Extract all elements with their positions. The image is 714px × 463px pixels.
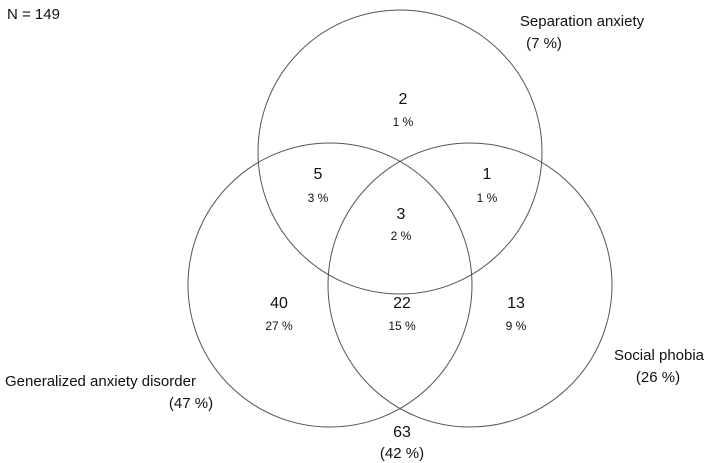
social-only-pct: 9 % <box>506 319 527 333</box>
total-label: N = 149 <box>7 6 60 23</box>
gad-social-pct: 15 % <box>388 319 416 333</box>
separation-gad-count: 5 <box>314 166 323 183</box>
separation-anxiety-circle <box>257 9 543 295</box>
generalized-anxiety-circle <box>187 142 473 428</box>
separation-anxiety-pct: (7 %) <box>526 35 562 52</box>
separation-gad-pct: 3 % <box>308 191 329 205</box>
social-phobia-pct: (26 %) <box>636 369 680 386</box>
social-phobia-circle <box>327 142 613 428</box>
separation-social-count: 1 <box>483 166 492 183</box>
generalized-anxiety-pct: (47 %) <box>169 395 213 412</box>
gad-only-pct: 27 % <box>265 319 293 333</box>
none-pct: (42 %) <box>380 445 424 462</box>
separation-only-count: 2 <box>399 91 408 108</box>
separation-social-pct: 1 % <box>477 191 498 205</box>
separation-anxiety-label: Separation anxiety <box>520 13 645 30</box>
social-phobia-label: Social phobia <box>614 347 705 364</box>
generalized-anxiety-label: Generalized anxiety disorder <box>5 373 196 390</box>
gad-only-count: 40 <box>270 295 288 312</box>
none-count: 63 <box>393 424 411 441</box>
social-only-count: 13 <box>507 295 525 312</box>
all-three-pct: 2 % <box>391 229 412 243</box>
gad-social-count: 22 <box>393 295 411 312</box>
all-three-count: 3 <box>397 206 406 223</box>
separation-only-pct: 1 % <box>393 115 414 129</box>
